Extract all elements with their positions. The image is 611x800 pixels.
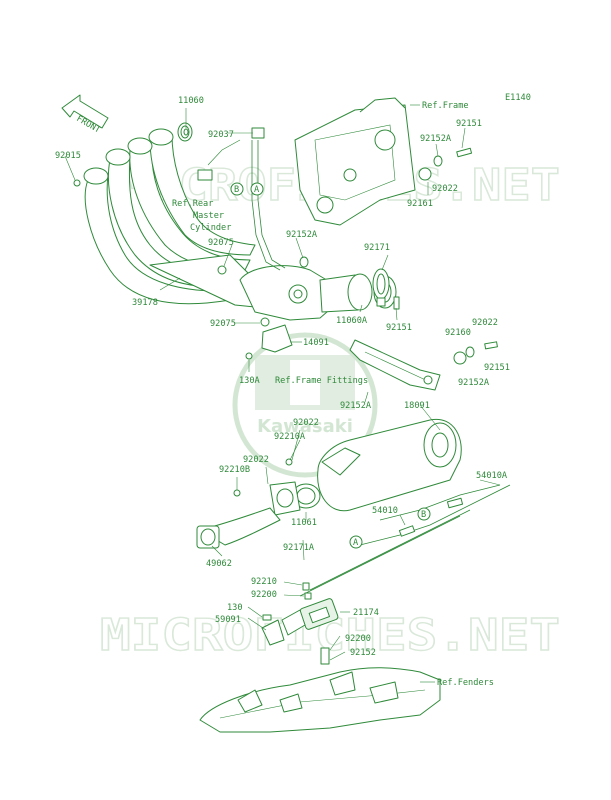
- logo-text: Kawasaki: [257, 416, 353, 437]
- callouts: B A A B: [230, 182, 431, 549]
- mid-pipe: [196, 507, 281, 549]
- label-92151-c: 92151: [484, 363, 510, 373]
- part-labels: 11060 92037 92015 Ref.Frame 92151 92152A…: [55, 96, 510, 688]
- label-92037: 92037: [208, 130, 234, 140]
- label-130: 130: [227, 603, 243, 613]
- diagram-code: E1140: [505, 93, 531, 103]
- label-11060: 11060: [178, 96, 204, 106]
- label-92171a: 92171A: [283, 543, 315, 553]
- label-92210b: 92210B: [219, 465, 250, 475]
- front-arrow: FRONT: [61, 94, 109, 136]
- kawasaki-logo: Kawasaki: [232, 332, 378, 478]
- fasteners: [73, 128, 498, 497]
- callout-b-bottom: B: [421, 510, 426, 520]
- label-92022-c: 92022: [293, 418, 319, 428]
- label-92151-b: 92151: [386, 323, 412, 333]
- pre-chamber: [239, 265, 397, 321]
- label-92022-a: 92022: [432, 184, 458, 194]
- gaskets: [269, 481, 321, 516]
- label-92152a-c: 92152A: [458, 378, 490, 388]
- label-92152a-a: 92152A: [420, 134, 452, 144]
- label-14091: 14091: [303, 338, 329, 348]
- label-92022-d: 92022: [243, 455, 269, 465]
- label-ref-rear: Ref.Rear: [172, 199, 213, 209]
- label-59091: 59091: [215, 615, 241, 625]
- frame-fittings: [349, 339, 441, 391]
- control-cables: [299, 484, 511, 597]
- label-54010: 54010: [372, 506, 398, 516]
- label-21174: 21174: [353, 608, 379, 618]
- label-92152: 92152: [350, 648, 376, 658]
- cables-upper: [197, 127, 286, 271]
- label-ref-frame: Ref.Frame: [422, 101, 469, 111]
- label-92075-a: 92075: [208, 238, 234, 248]
- label-92200-a: 92200: [251, 590, 277, 600]
- label-11061: 11061: [291, 518, 317, 528]
- label-92022-b: 92022: [472, 318, 498, 328]
- label-92171: 92171: [364, 243, 390, 253]
- label-18091: 18091: [404, 401, 430, 411]
- label-92160: 92160: [445, 328, 471, 338]
- rear-fender: [199, 667, 441, 733]
- label-92151-a: 92151: [456, 119, 482, 129]
- label-39178: 39178: [132, 298, 158, 308]
- label-92200-b: 92200: [345, 634, 371, 644]
- label-92161: 92161: [407, 199, 433, 209]
- frame-bracket: [294, 97, 416, 226]
- callout-a-bottom: A: [353, 538, 359, 548]
- leader-lines: [64, 104, 501, 683]
- label-54010a: 54010A: [476, 471, 508, 481]
- label-ref-fenders: Ref.Fenders: [437, 678, 494, 688]
- label-130a: 130A: [239, 376, 261, 386]
- valve-actuator: [261, 582, 339, 665]
- heat-shield: [261, 324, 293, 353]
- label-49062: 49062: [206, 559, 232, 569]
- label-92152a-b: 92152A: [286, 230, 318, 240]
- label-92015: 92015: [55, 151, 81, 161]
- callout-b-top: B: [234, 185, 239, 195]
- label-92210a: 92210A: [274, 432, 306, 442]
- label-92075-b: 92075: [210, 319, 236, 329]
- label-ref-frame-fittings: Ref.Frame Fittings: [275, 376, 368, 386]
- label-92210: 92210: [251, 577, 277, 587]
- label-master: Master: [193, 211, 224, 221]
- label-11060a: 11060A: [336, 316, 368, 326]
- label-cylinder: Cylinder: [190, 223, 231, 233]
- label-92152a-d: 92152A: [340, 401, 372, 411]
- clamp: [372, 268, 390, 307]
- callout-a-top: A: [254, 185, 260, 195]
- muffler: [317, 418, 462, 512]
